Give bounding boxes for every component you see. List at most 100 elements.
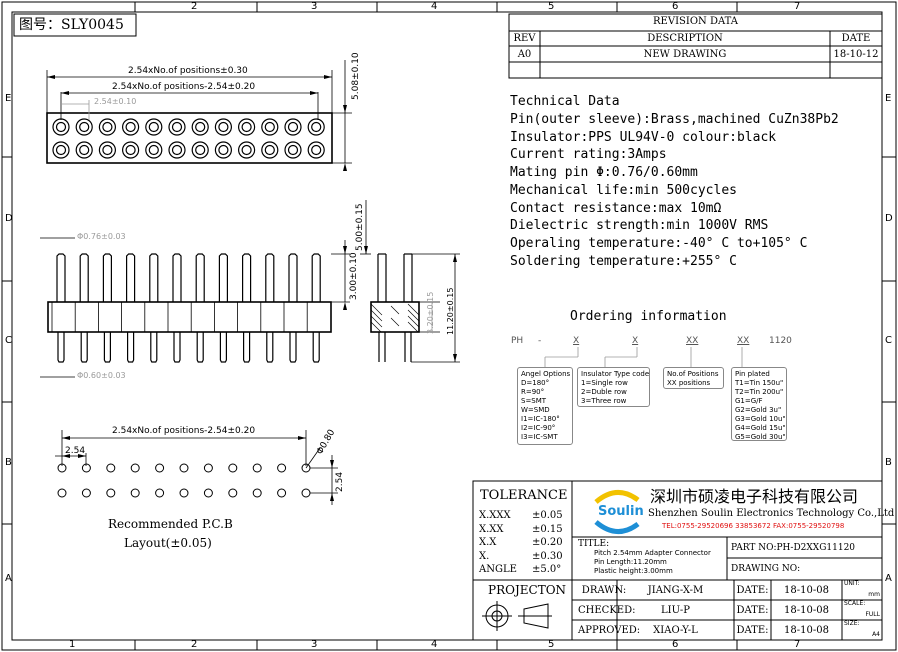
pin <box>167 253 182 363</box>
contact-inner-ring <box>125 144 136 156</box>
meta-label: SCALE: <box>844 600 866 607</box>
signoff-name: LIU-P <box>661 605 690 616</box>
revision-header-rev: REV <box>513 33 536 44</box>
contact-inner-ring <box>171 121 183 133</box>
contact-outer-ring <box>98 118 117 136</box>
contact-outer-ring <box>238 141 256 159</box>
contact-inner-ring <box>171 144 183 156</box>
title-block-frame <box>472 480 883 641</box>
technical-title: Technical Data <box>510 94 620 109</box>
dim-pin-dia-lower: Φ0.60±0.03 <box>77 371 126 380</box>
contact-inner-ring <box>195 144 206 156</box>
contact-outer-ring <box>261 118 279 136</box>
pcb-caption-line2: Layout(±0.05) <box>124 536 212 550</box>
contact-inner-ring <box>55 121 67 133</box>
ordering-code-dash: - <box>538 336 542 346</box>
front-view-pins <box>51 253 321 363</box>
revision-rev: A0 <box>517 49 532 60</box>
dim-upper-length: 3.00±0.10 <box>349 252 359 300</box>
contact-outer-ring <box>98 141 117 159</box>
title-label: TITLE: <box>578 539 610 549</box>
tolerance-value: ±0.30 <box>532 550 563 562</box>
ordering-box-positions: No.of Positions XX positions <box>663 367 724 389</box>
drawing-number: DRAWING NO: <box>731 564 801 574</box>
technical-line: Operaling temperature:-40° C to+105° C <box>510 235 808 251</box>
meta-value: mm <box>868 591 880 598</box>
pcb-caption-line1: Recommended P.C.B <box>108 517 233 531</box>
pin <box>190 253 205 363</box>
revision-header-date: DATE <box>841 33 871 44</box>
contact-outer-ring <box>307 118 325 136</box>
dim-top-inner: 2.54xNo.of positions-2.54±0.20 <box>112 82 256 92</box>
pcb-hole <box>228 488 238 498</box>
grid-col-top-label: 6 <box>672 1 679 12</box>
contact-inner-ring <box>311 121 322 133</box>
title-line: Plastic height:3.00mm <box>594 567 673 575</box>
grid-row-left-label: E <box>5 93 12 104</box>
projection-label: PROJECTON <box>488 583 567 597</box>
contact-outer-ring <box>145 118 163 136</box>
grid-row-left-label: A <box>5 573 12 584</box>
revision-description: NEW DRAWING <box>643 49 727 60</box>
contact-inner-ring <box>102 144 113 156</box>
ordering-box-angle: Angel Options D=180° R=90° S=SMT W=SMD I… <box>517 367 573 445</box>
pcb-hole <box>155 463 165 473</box>
dim-height-top: 5.08±0.10 <box>351 52 361 100</box>
dim-side-body: 3.20±0.15 <box>426 291 435 334</box>
pin <box>283 253 298 363</box>
meta-label: UNIT: <box>844 580 860 587</box>
grid-row-right-label: B <box>885 457 892 468</box>
top-view-contacts <box>52 118 325 159</box>
grid-col-bottom-label: 1 <box>69 639 76 650</box>
technical-line: Dielectric strength:min 1000V RMS <box>510 218 769 234</box>
tolerance-class: X.XX <box>479 523 504 535</box>
grid-col-top-label: 3 <box>311 1 318 12</box>
contact-inner-ring <box>287 144 299 156</box>
title-line: Pin Length:11.20mm <box>594 558 667 566</box>
contact-outer-ring <box>168 118 186 136</box>
grid-col-bottom-label: 5 <box>548 639 555 650</box>
grid-row-left-label: B <box>5 457 12 468</box>
contact-inner-ring <box>241 121 252 133</box>
tolerance-value: ±5.0° <box>532 564 562 575</box>
contact-outer-ring <box>261 141 279 159</box>
contact-outer-ring <box>191 141 209 159</box>
signoff-date: 18-10-08 <box>784 605 829 616</box>
technical-line: Current rating:3Amps <box>510 147 667 163</box>
ordering-title: Ordering information <box>570 309 727 324</box>
contact-inner-ring <box>125 121 136 133</box>
technical-line: Mating pin Φ:0.76/0.60mm <box>510 165 698 181</box>
pin <box>306 253 321 363</box>
grid-col-bottom-label: 3 <box>311 639 318 650</box>
grid-col-top-label: 2 <box>191 1 198 12</box>
pcb-hole <box>277 463 287 473</box>
pcb-hole <box>203 463 213 473</box>
tolerance-title: TOLERANCE <box>480 488 568 503</box>
company-name-cn: 深圳市硕凌电子科技有限公司 <box>650 487 859 506</box>
projection-symbol <box>482 601 552 631</box>
ordering-code-rows: X <box>632 336 639 346</box>
grid-col-bottom-label: 2 <box>191 639 198 650</box>
dim-top-total: 2.54xNo.of positions±0.30 <box>128 66 248 76</box>
grid-col-top-label: 4 <box>431 1 438 12</box>
revision-table-frame <box>508 13 883 79</box>
grid-col-bottom-label: 4 <box>431 639 438 650</box>
ordering-code-angle: X <box>573 336 580 346</box>
contact-inner-ring <box>55 144 67 156</box>
grid-col-top-label: 5 <box>548 1 555 12</box>
contact-inner-ring <box>148 144 159 156</box>
signoff-date-label: DATE: <box>736 605 769 616</box>
contact-inner-ring <box>195 121 206 133</box>
pcb-hole <box>203 488 213 498</box>
technical-line: Pin(outer sleeve):Brass,machined CuZn38P… <box>510 112 839 127</box>
contact-outer-ring <box>145 141 163 159</box>
side-view <box>360 200 460 363</box>
meta-value: FULL <box>865 611 880 618</box>
company-contact: TEL:0755-29520696 33853672 FAX:0755-2952… <box>662 522 845 530</box>
signoff-role: CHECKED: <box>578 605 636 616</box>
technical-line: Insulator:PPS UL94V-0 colour:black <box>510 129 777 145</box>
ordering-code-length: 1120 <box>769 336 792 346</box>
contact-outer-ring <box>307 141 325 159</box>
contact-outer-ring <box>122 118 140 136</box>
